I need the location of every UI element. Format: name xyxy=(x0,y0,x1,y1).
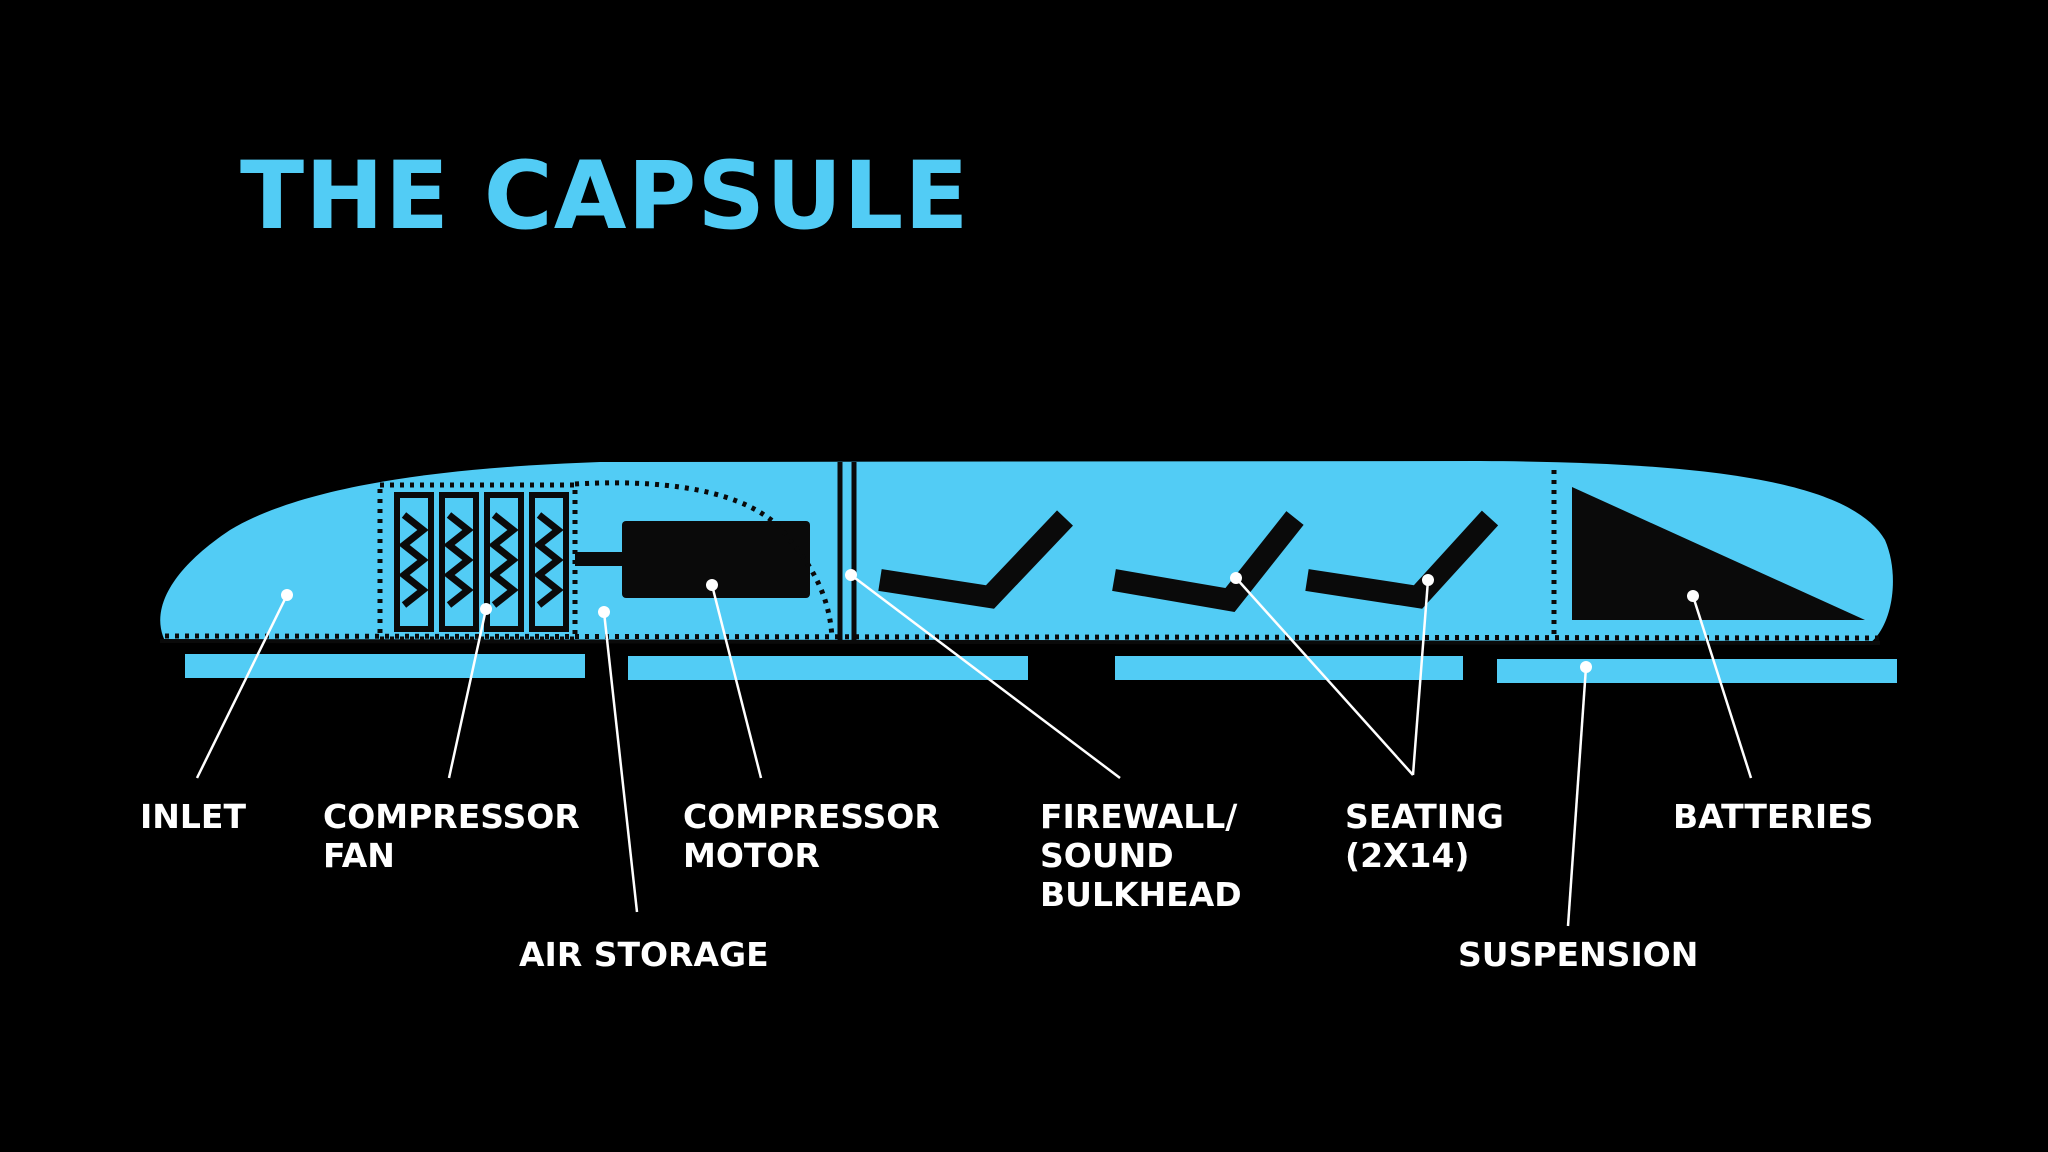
leader-seating-1 xyxy=(1235,577,1414,776)
leader-seating-2 xyxy=(1411,579,1430,776)
leader-lines xyxy=(195,574,1753,927)
label-seating: SEATING (2X14) xyxy=(1345,797,1504,875)
label-compressor-fan: COMPRESSOR FAN xyxy=(323,797,580,875)
leader-firewall xyxy=(850,574,1121,779)
suspension-ski-4 xyxy=(1497,659,1897,683)
slide-title: THE CAPSULE xyxy=(240,142,970,251)
suspension-ski-3 xyxy=(1115,656,1463,680)
leader-compressor-motor xyxy=(710,584,763,779)
leader-compressor-fan xyxy=(447,608,488,779)
label-firewall: FIREWALL/ SOUND BULKHEAD xyxy=(1040,797,1242,914)
leader-batteries xyxy=(1691,595,1753,779)
compressor-fan-blades xyxy=(394,492,569,632)
leader-air-storage xyxy=(602,611,639,913)
leader-anchor-dots xyxy=(281,569,1699,673)
capsule-floor-line xyxy=(159,639,1881,645)
seat-1 xyxy=(878,510,1073,609)
label-batteries: BATTERIES xyxy=(1673,797,1874,836)
leader-suspension xyxy=(1566,666,1588,927)
compressor-drive-shaft xyxy=(575,552,625,566)
battery-pack xyxy=(1572,487,1865,620)
label-inlet: INLET xyxy=(140,797,246,836)
label-compressor-motor: COMPRESSOR MOTOR xyxy=(683,797,940,875)
seat-3 xyxy=(1305,510,1499,609)
leader-inlet xyxy=(195,594,289,779)
suspension-ski-1 xyxy=(185,654,585,678)
suspension-ski-2 xyxy=(628,656,1028,680)
label-suspension: SUSPENSION xyxy=(1458,935,1699,974)
seat-2 xyxy=(1112,511,1304,612)
compressor-motor xyxy=(622,521,810,598)
label-air-storage: AIR STORAGE xyxy=(519,935,769,974)
